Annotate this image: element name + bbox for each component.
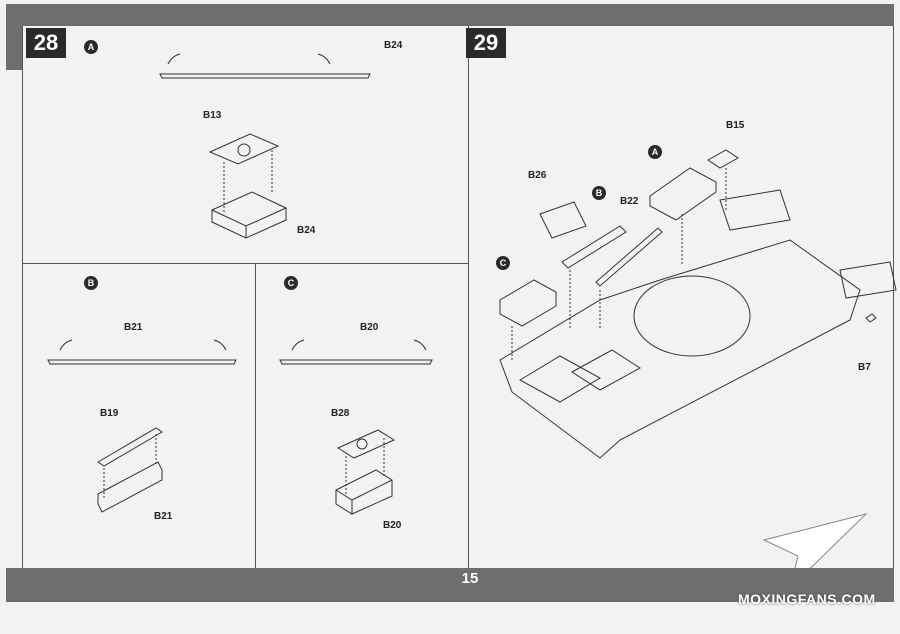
part-b13-lid-drawing [208, 133, 280, 165]
left-edge-tab [6, 4, 22, 70]
turret-ring-drawing [633, 275, 751, 357]
bend-arrow-right [317, 53, 331, 65]
part-b28-lid-drawing [336, 429, 396, 459]
label-28b-box: B21 [154, 511, 173, 522]
step-29-callout-a: A [648, 145, 662, 159]
watermark-text: MOXINGFANS.COM [738, 591, 876, 607]
label-29-b15: B15 [726, 120, 745, 131]
part-b21-box-drawing [97, 461, 163, 513]
part-b24-box-drawing [211, 191, 287, 239]
right-page-edge [893, 26, 894, 568]
left-page-edge [22, 26, 23, 568]
sub-step-b-badge: B [84, 276, 98, 290]
bend-arrow-left [167, 53, 181, 65]
fender-drawing [719, 189, 897, 299]
vertical-divider-lower [255, 263, 256, 568]
part-b20-rail-drawing [279, 359, 433, 365]
part-b20-box-drawing [335, 469, 393, 515]
label-28c-rail: B20 [360, 322, 379, 333]
bottom-footer-bar [6, 568, 894, 602]
label-29-b26: B26 [528, 170, 547, 181]
label-28c-lid: B28 [331, 408, 350, 419]
part-b22-tube-drawing [595, 227, 663, 287]
step-28-number: 28 [26, 28, 66, 58]
label-28a-lid: B13 [203, 110, 222, 121]
top-header-bar [6, 4, 894, 26]
part-a-box-drawing [649, 167, 717, 221]
step-29-callout-c: C [496, 256, 510, 270]
part-b19-lid-drawing [97, 427, 163, 467]
part-c-box-drawing [499, 279, 557, 327]
engine-deck-grilles [518, 349, 641, 403]
label-29-b7: B7 [858, 362, 871, 373]
part-b-box-drawing [561, 225, 627, 269]
part-b26-drawing [539, 201, 587, 239]
step-29-callout-b: B [592, 186, 606, 200]
label-28a-rail: B24 [384, 40, 403, 51]
hull-outline-drawing [499, 239, 861, 459]
sub-step-c-badge: C [284, 276, 298, 290]
part-b7-drawing [865, 313, 877, 323]
sub-step-a-badge: A [84, 40, 98, 54]
label-28a-box: B24 [297, 225, 316, 236]
label-28b-rail: B21 [124, 322, 143, 333]
part-b15-drawing [707, 149, 739, 169]
part-b24-rail-drawing [159, 73, 371, 79]
horizontal-divider [22, 263, 468, 264]
step-29-number: 29 [466, 28, 506, 58]
label-29-b22: B22 [620, 196, 639, 207]
label-28c-box: B20 [383, 520, 402, 531]
vertical-divider [468, 26, 469, 568]
part-b21-rail-drawing [47, 359, 237, 365]
label-28b-lid: B19 [100, 408, 119, 419]
page-number: 15 [461, 570, 479, 587]
